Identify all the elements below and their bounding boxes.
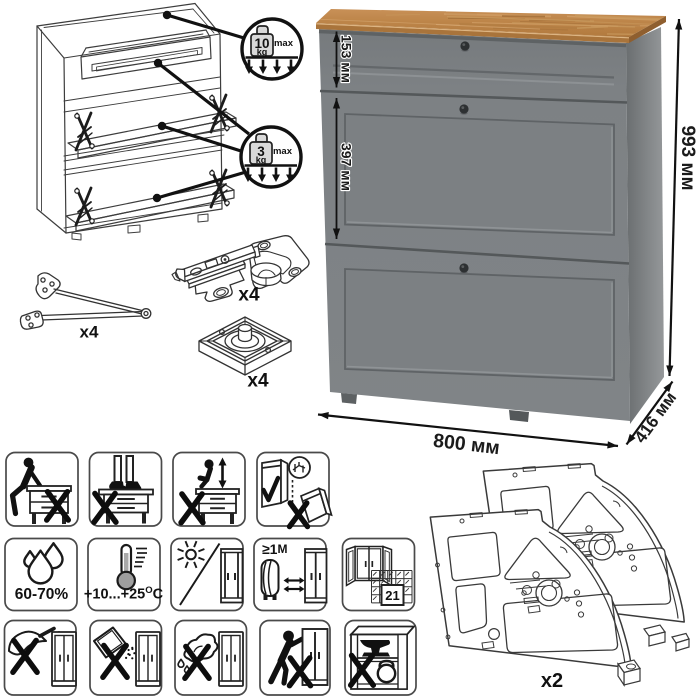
svg-text:kg: kg (257, 47, 268, 57)
svg-text:kg: kg (256, 155, 267, 165)
svg-text:x4: x4 (247, 371, 269, 392)
svg-text:≥1M: ≥1M (262, 541, 287, 557)
svg-text:x4: x4 (80, 323, 99, 342)
svg-text:10: 10 (254, 36, 269, 51)
svg-text:x4: x4 (238, 285, 260, 306)
svg-text:3: 3 (257, 144, 265, 159)
svg-text:x2: x2 (541, 670, 563, 692)
svg-text:153 мм: 153 мм (339, 35, 355, 83)
svg-text:60-70%: 60-70% (15, 586, 69, 603)
svg-text:max: max (274, 38, 294, 49)
svg-text:max: max (273, 146, 293, 157)
svg-text:993 мм: 993 мм (677, 125, 698, 190)
svg-text:+10...+25OC: +10...+25OC (84, 585, 164, 603)
svg-text:397 мм: 397 мм (339, 143, 355, 191)
svg-text:21: 21 (385, 588, 399, 603)
